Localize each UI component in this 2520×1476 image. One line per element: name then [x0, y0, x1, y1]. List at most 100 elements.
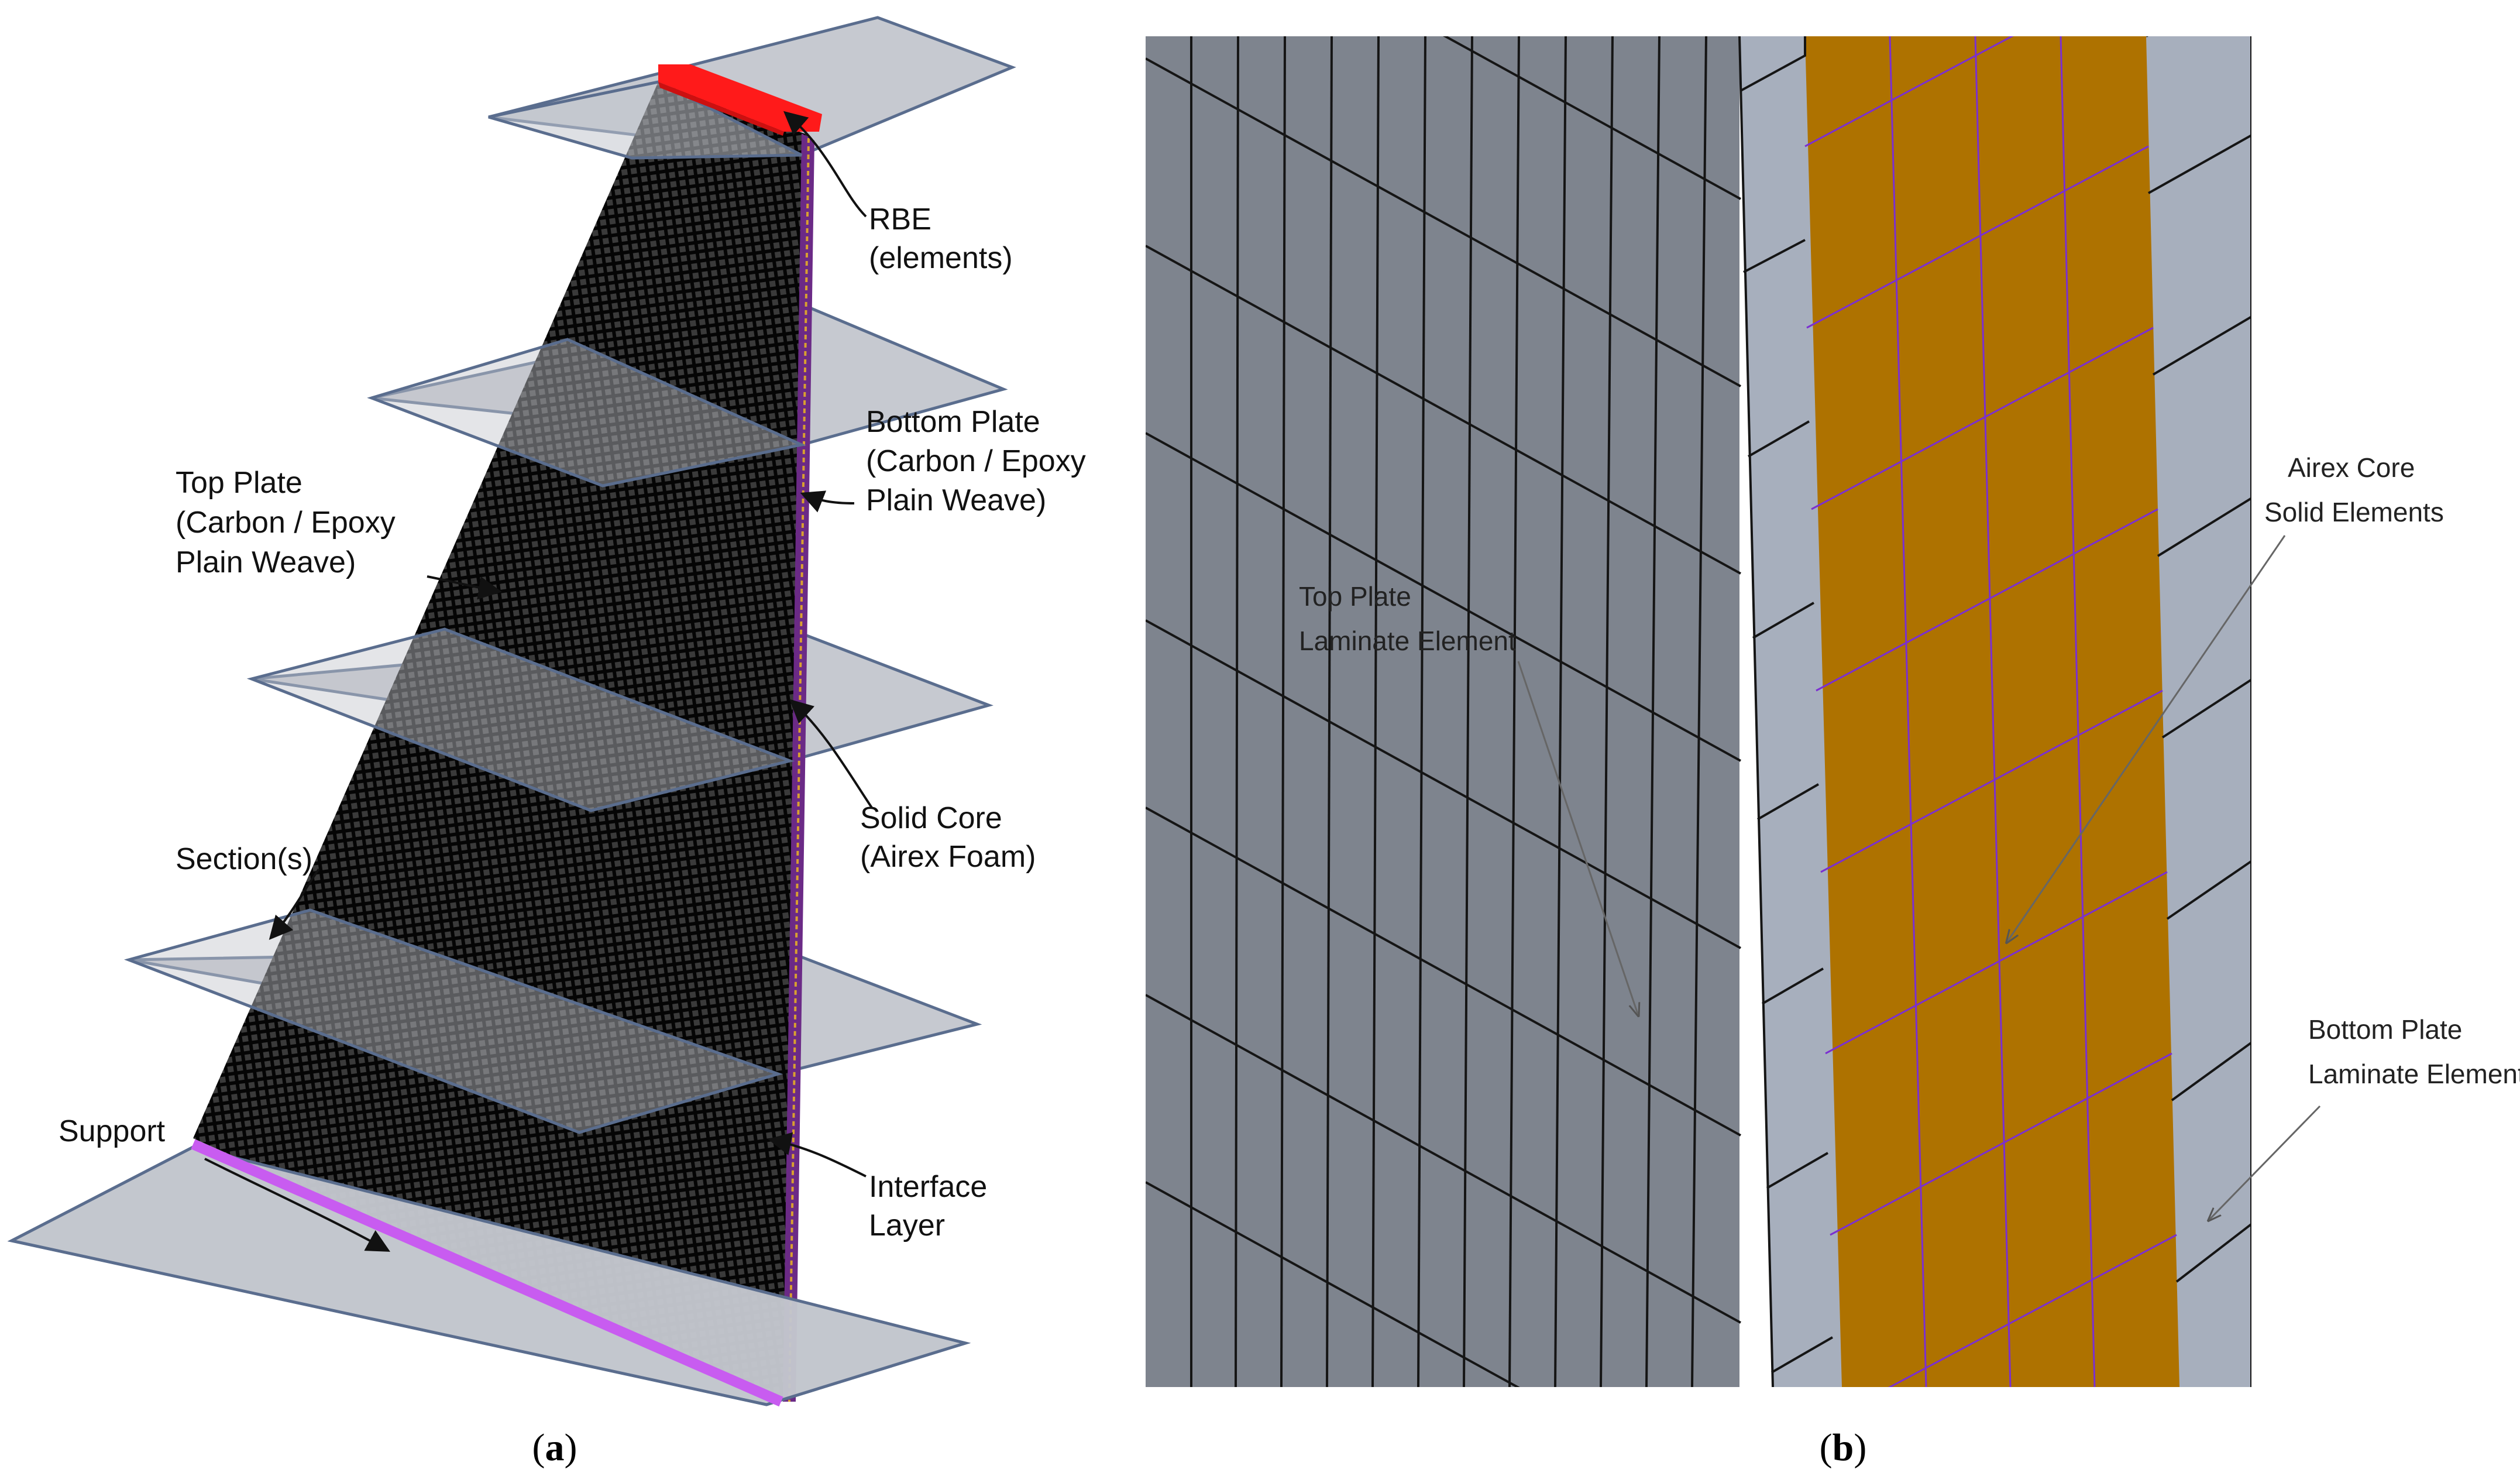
edge-zigzag-right	[2152, 315, 2251, 376]
label-top-plate-b-line1: Top Plate	[1299, 581, 1411, 612]
caption-b-letter: b	[1833, 1426, 1854, 1469]
grid-line	[1508, 36, 1520, 1387]
label-top-plate-b-line2: Laminate Element	[1299, 626, 1516, 656]
grid-diagonal	[1146, 245, 1741, 575]
beam-mesh	[193, 82, 807, 1402]
grid-line	[1326, 36, 1333, 1387]
label-bottom-plate-b-line1: Bottom Plate	[2308, 1014, 2462, 1045]
edge-zigzag	[1743, 239, 1806, 273]
leader-bottom-plate-b	[2209, 1105, 2321, 1220]
core-grid-line	[1816, 508, 2158, 692]
rbe-top	[658, 64, 822, 132]
label-top-plate-line2: (Carbon / Epoxy	[176, 506, 396, 540]
edge-line	[1738, 36, 1774, 1387]
top-plate-face	[1146, 36, 1739, 1387]
caption-b-close: )	[1854, 1426, 1866, 1469]
label-solid-core: Solid Core (Airex Foam)	[860, 801, 1036, 874]
grid-diagonal	[1146, 619, 1741, 949]
label-sections: Section(s)	[176, 842, 312, 876]
caption-b-open: (	[1820, 1426, 1833, 1469]
leader-rbe	[783, 111, 867, 218]
grid-line	[1417, 36, 1426, 1387]
label-top-plate-b: Top Plate Laminate Element	[1299, 581, 1516, 656]
label-airex-line2: Solid Elements	[2264, 497, 2444, 527]
annotations-b: Top Plate Laminate Element Airex Core So…	[1299, 452, 2520, 1220]
section-planes-front	[123, 80, 807, 1134]
grid-diagonal	[1146, 994, 1741, 1324]
section-plane-4	[123, 908, 783, 1134]
core-grid-line	[1806, 145, 2149, 329]
caption-a: (a)	[532, 1426, 577, 1469]
rbe-side	[658, 82, 784, 136]
label-bottom-plate: Bottom Plate (Carbon / Epoxy Plain Weave…	[866, 405, 1094, 517]
label-bottom-plate-b-line2: Laminate Elements	[2308, 1059, 2520, 1089]
top-plate-grid	[1146, 36, 1741, 1387]
section-plane-1	[488, 80, 803, 160]
leader-solid-core	[789, 699, 873, 809]
grid-diagonal	[1146, 432, 1741, 762]
panel-b: Top Plate Laminate Element Airex Core So…	[1146, 36, 2520, 1469]
edge-zigzag-right	[2166, 859, 2251, 920]
edge-zigzag	[1771, 1336, 1833, 1374]
label-rbe-line2: (elements)	[869, 241, 1013, 275]
label-airex: Airex Core Solid Elements	[2264, 452, 2444, 527]
edge-zigzag	[1757, 783, 1819, 821]
core-grid-line	[1889, 36, 1927, 1387]
section-plane-3	[246, 627, 795, 812]
label-bottom-plate-b: Bottom Plate Laminate Elements	[2308, 1014, 2520, 1089]
core-grid-line	[1804, 36, 2014, 147]
edge-zigzag	[1762, 967, 1824, 1005]
grid-line	[1691, 36, 1707, 1387]
beam-side-strip	[783, 133, 814, 1402]
edge-zigzag	[1740, 36, 1806, 92]
core-grid-line	[1888, 1234, 2177, 1387]
edge-zigzag-right	[2148, 133, 2251, 194]
core-grid-line	[2060, 36, 2096, 1387]
grid-diagonal	[1146, 806, 1741, 1137]
label-rbe-line1: RBE	[869, 202, 931, 236]
grid-line	[1280, 36, 1286, 1387]
label-bottom-plate-line3: Plain Weave)	[866, 483, 1046, 517]
label-support: Support	[59, 1114, 166, 1148]
edge-zigzag	[1766, 1152, 1828, 1189]
support-edge	[191, 1139, 783, 1407]
leader-bottom-plate	[800, 490, 855, 513]
label-solid-core-line1: Solid Core	[860, 801, 1002, 835]
panel-a: RBE (elements) Bottom Plate (Carbon / Ep…	[7, 16, 1094, 1469]
edge-zigzag-right	[2161, 678, 2251, 739]
label-top-plate-line3: Plain Weave)	[176, 545, 356, 579]
section-plane-2	[367, 338, 807, 488]
grid-line	[1371, 36, 1380, 1387]
leader-top-plate	[427, 575, 502, 600]
leader-airex	[2007, 535, 2286, 942]
core-grid-line	[1825, 871, 2168, 1055]
grid-line	[1235, 36, 1239, 1387]
caption-a-close: )	[565, 1426, 577, 1469]
leader-interface	[768, 1132, 867, 1178]
edge-zigzag-right	[2146, 36, 2149, 37]
core-grid-line	[1974, 36, 2012, 1387]
grid-line	[1463, 36, 1473, 1387]
annotations-a: RBE (elements) Bottom Plate (Carbon / Ep…	[59, 111, 1094, 1252]
label-solid-core-line2: (Airex Foam)	[860, 840, 1036, 874]
rbe-elements	[658, 64, 822, 136]
leader-support	[204, 1158, 391, 1252]
side-edges	[1738, 36, 2251, 1387]
label-interface: Interface Layer	[869, 1170, 996, 1242]
edge-zigzag-right	[2171, 1041, 2251, 1101]
core-grid	[1804, 36, 2177, 1387]
grid-diagonal	[1146, 1181, 1520, 1387]
label-bottom-plate-line2: (Carbon / Epoxy	[866, 444, 1086, 478]
leader-top-plate-b	[1517, 661, 1638, 1015]
core-grid-line	[1811, 327, 2154, 510]
label-top-plate-line1: Top Plate	[176, 466, 302, 500]
caption-a-letter: a	[545, 1426, 565, 1469]
label-bottom-plate-line1: Bottom Plate	[866, 405, 1040, 439]
label-top-plate: Top Plate (Carbon / Epoxy Plain Weave)	[176, 466, 404, 579]
grid-diagonal	[1146, 57, 1741, 387]
beam-side-edge	[788, 138, 810, 1402]
grid-line	[1554, 36, 1567, 1387]
label-interface-line2: Layer	[869, 1209, 945, 1242]
edge-zigzag	[1748, 420, 1810, 458]
